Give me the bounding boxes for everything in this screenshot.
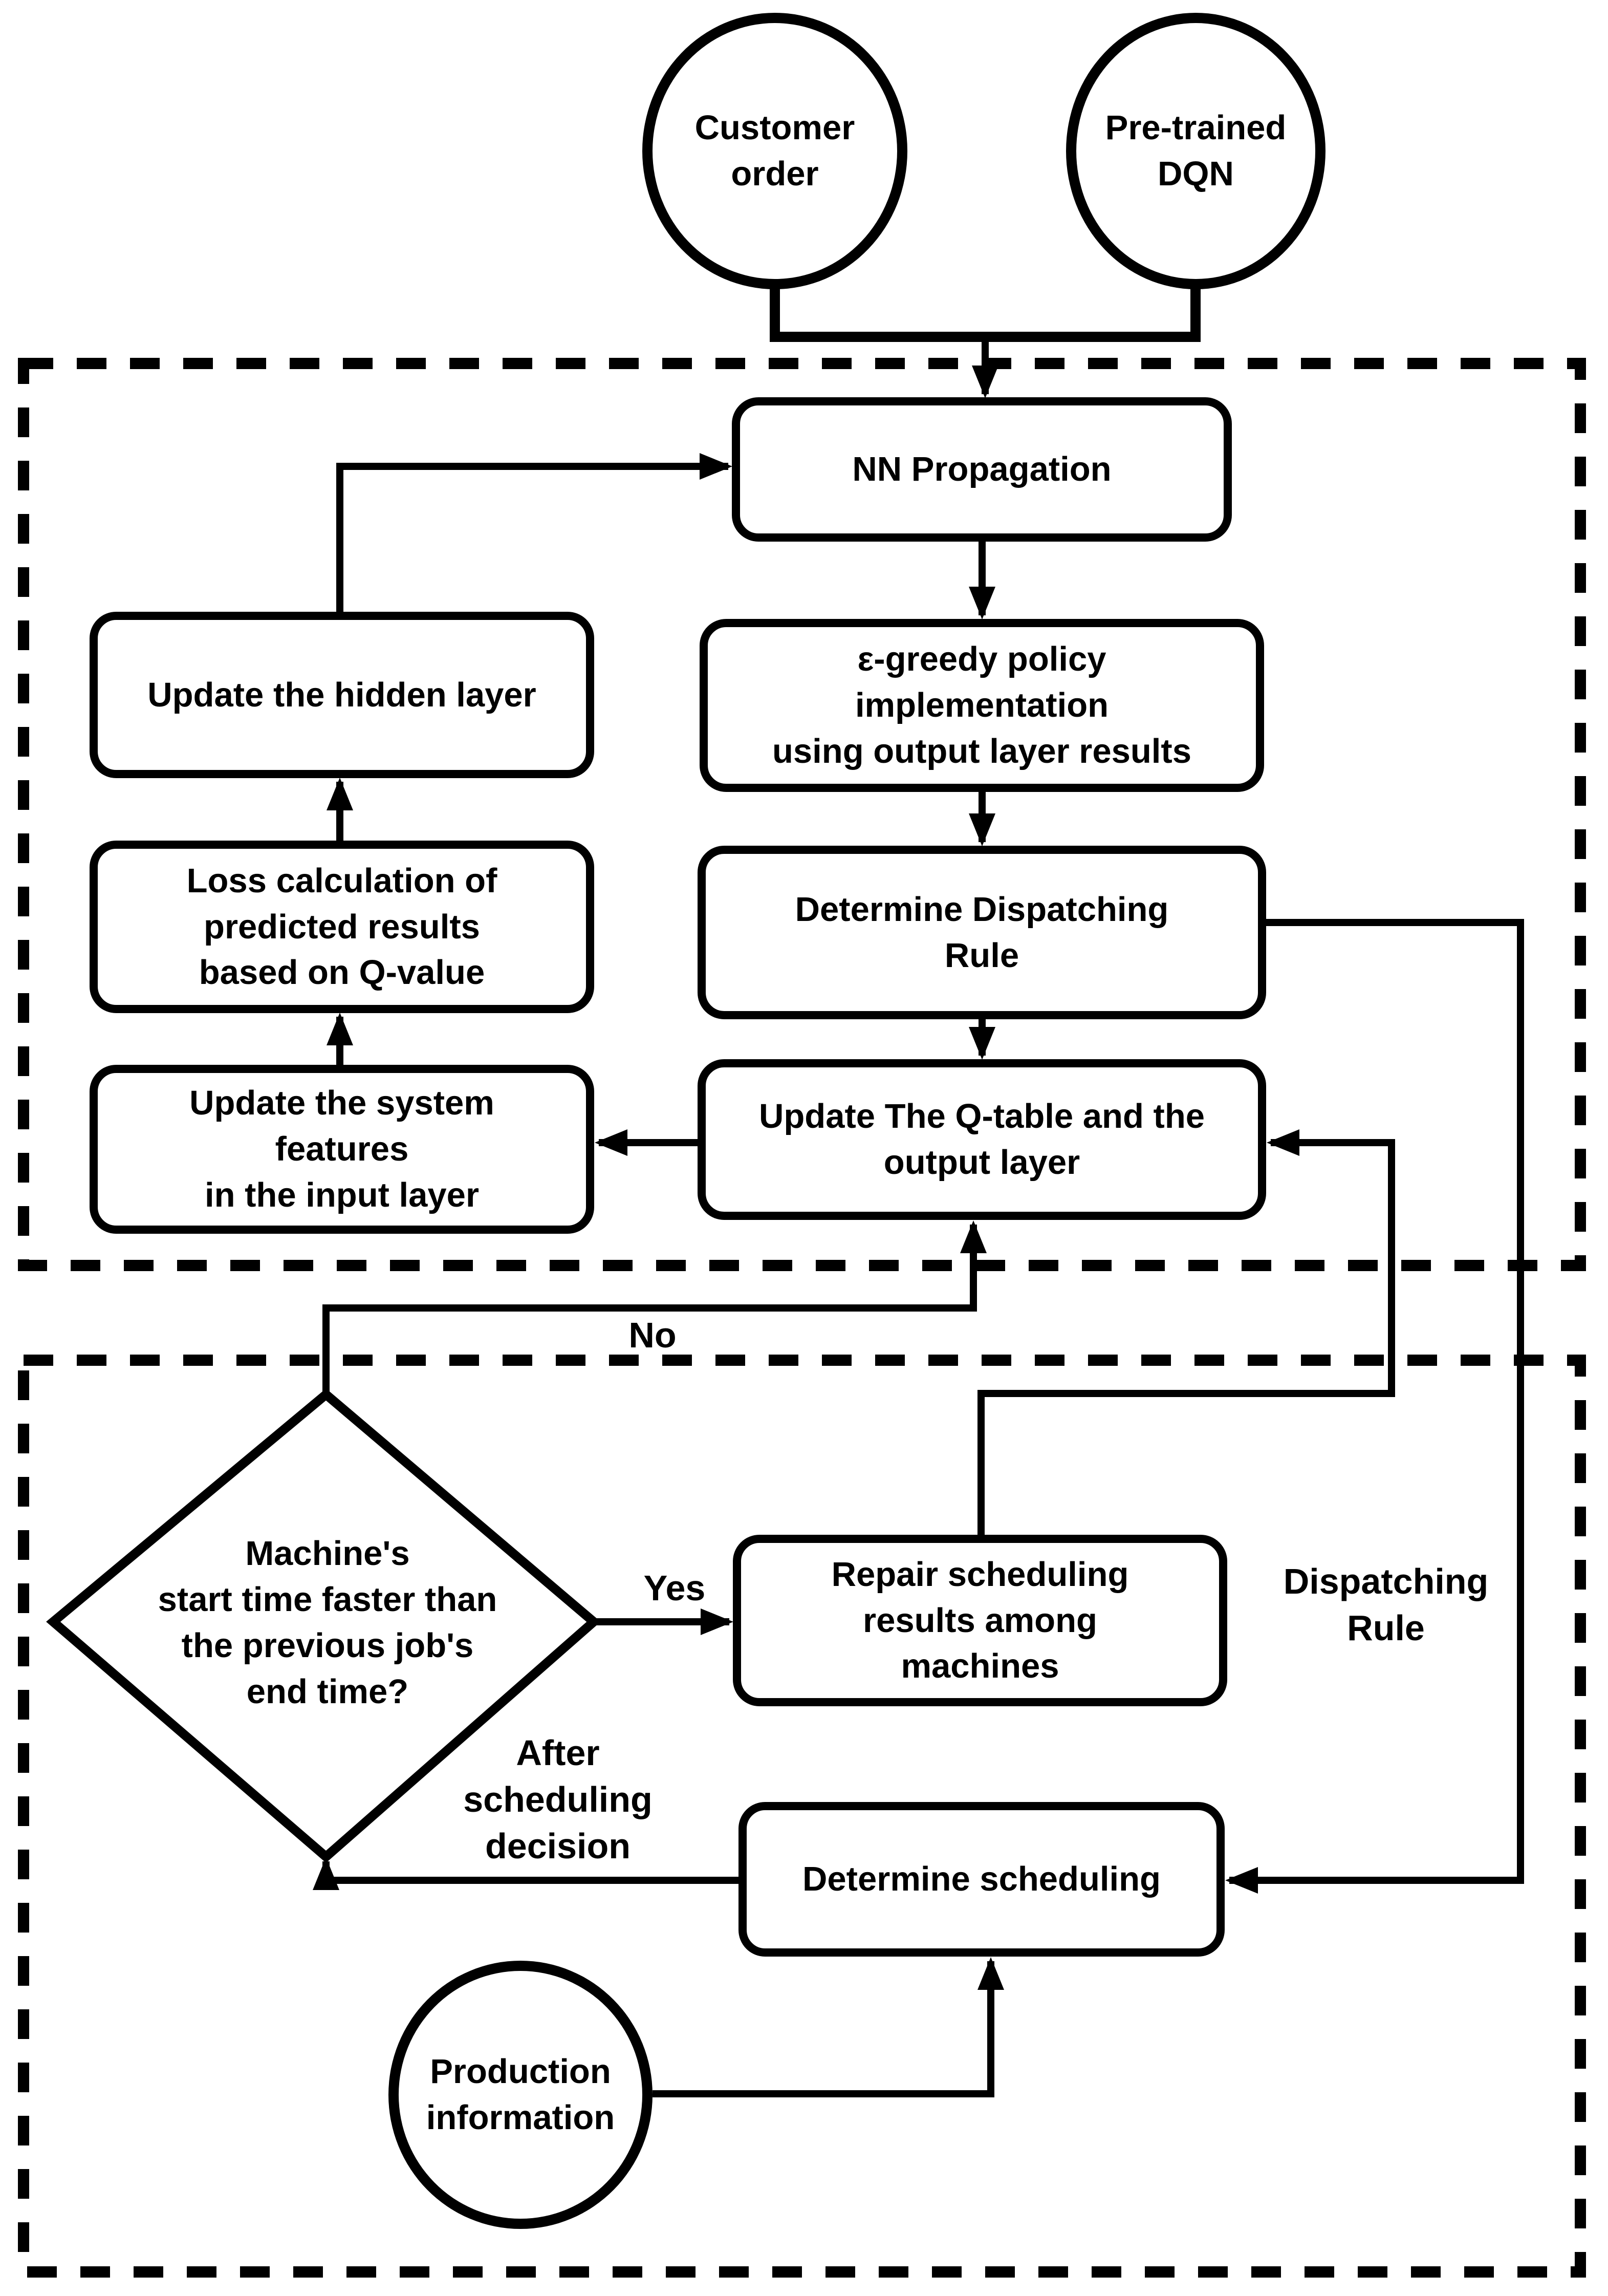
edge-label-yes: Yes [643, 1568, 706, 1608]
edge-label-no: No [628, 1315, 677, 1355]
scheduling-phase-dashed-border [18, 1355, 1586, 2278]
determine-dispatching-rule-box: Determine Dispatching Rule [698, 846, 1266, 1019]
edge-repair-to-qtable [977, 1129, 1395, 1535]
edge-scheduling-to-diamond [313, 1857, 738, 1890]
update-qtable-box: Update The Q-table and the output layer [698, 1059, 1266, 1220]
edge-production-to-scheduling [653, 1957, 1004, 2097]
edge-dispatch-rule-to-scheduling [1225, 919, 1524, 1894]
decision-diamond [46, 1388, 601, 1863]
nn-propagation-box: NN Propagation [732, 397, 1232, 542]
egreedy-policy-box: ε-greedy policy implementation using out… [700, 619, 1264, 792]
edge-hidden-to-nn [336, 453, 732, 612]
edge-ovals-join [770, 287, 1201, 342]
edge-label-dispatching-rule: Dispatching Rule [1283, 1561, 1489, 1648]
determine-scheduling-box: Determine scheduling [738, 1802, 1225, 1957]
edge-no-branch [322, 1220, 987, 1394]
production-information-oval: Production information [388, 1961, 653, 2229]
customer-order-oval: Customer order [642, 13, 907, 289]
repair-scheduling-box: Repair scheduling results among machines [733, 1535, 1227, 1706]
decision-diamond-label: Machine's start time faster than the pre… [158, 1534, 497, 1711]
edge-label-after-scheduling-decision: After scheduling decision [463, 1732, 653, 1866]
pretrained-dqn-oval: Pre-trained DQN [1066, 13, 1325, 289]
update-hidden-layer-box: Update the hidden layer [90, 612, 594, 778]
update-system-features-box: Update the system features in the input … [90, 1065, 594, 1234]
loss-calculation-box: Loss calculation of predicted results ba… [90, 841, 594, 1013]
